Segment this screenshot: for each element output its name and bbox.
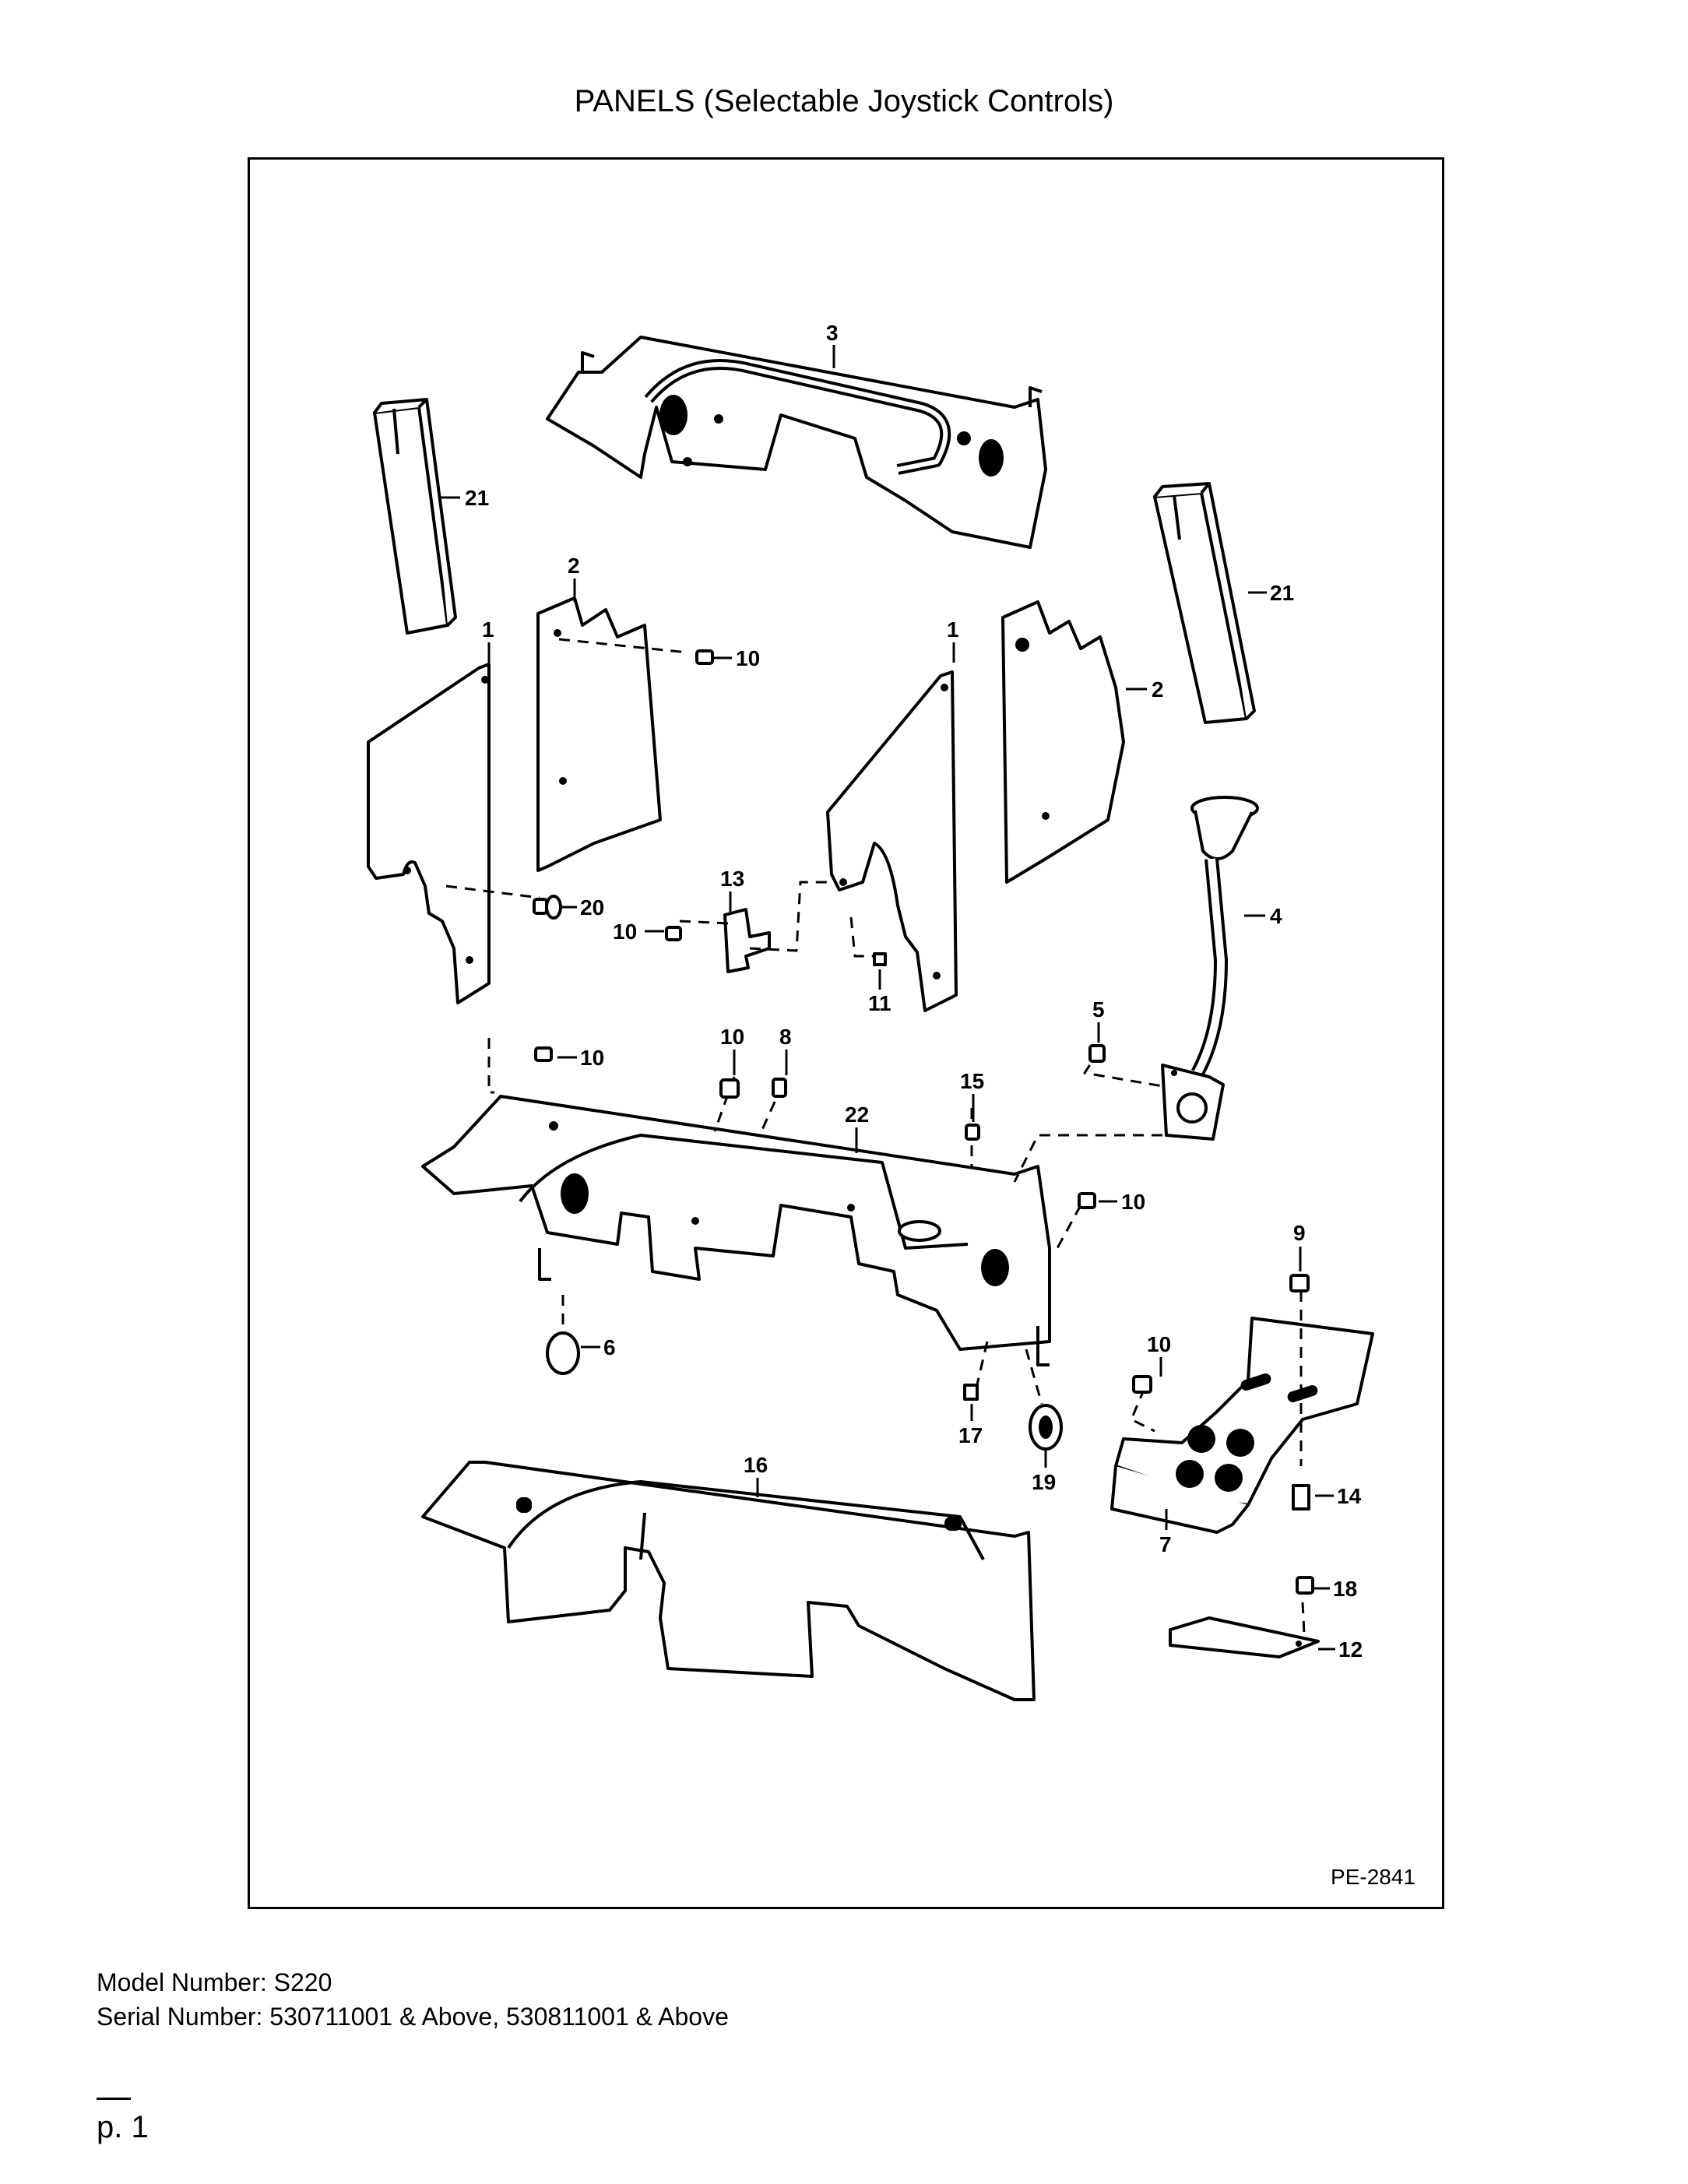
part-22-lower-panel: [421, 1095, 1051, 1366]
part-20-grommet: [545, 895, 562, 920]
figure-code: PE-2841: [1331, 1865, 1415, 1889]
callout-13: 13: [720, 867, 744, 891]
serial-number: Serial Number: 530711001 & Above, 530811…: [97, 2003, 729, 2031]
part-2-right-panel: [1001, 600, 1125, 884]
callout-16: 16: [744, 1453, 768, 1477]
callout-15: 15: [960, 1069, 984, 1093]
part-13-bracket: [723, 908, 771, 973]
part-16-base-frame: [421, 1461, 1036, 1701]
callout-20: 20: [580, 895, 604, 920]
diagram-frame: 3 21 21 2 2 1 1 10 13 20 10 11 4 5 10 10…: [248, 157, 1444, 1909]
callout-10: 10: [580, 1046, 604, 1070]
callout-1: 1: [482, 617, 494, 642]
callout-5: 5: [1092, 997, 1105, 1022]
page-number: p. 1: [97, 2110, 149, 2144]
callout-4: 4: [1270, 904, 1282, 928]
part-1-left-panel: [367, 663, 491, 1004]
callout-21: 21: [1270, 581, 1294, 605]
part-6-grommet: [546, 1331, 580, 1375]
callout-2: 2: [568, 554, 580, 578]
callout-10: 10: [1121, 1190, 1145, 1214]
callout-10: 10: [1147, 1332, 1171, 1356]
part-4-joystick-pipe: [1161, 796, 1259, 1141]
exploded-parts-diagram: 3 21 21 2 2 1 1 10 13 20 10 11 4 5 10 10…: [367, 321, 1374, 1701]
callout-7: 7: [1159, 1532, 1172, 1556]
part-3-upper-panel: [546, 336, 1047, 549]
callout-6: 6: [603, 1335, 616, 1359]
part-2-left-panel: [536, 596, 662, 872]
callout-21: 21: [465, 486, 489, 510]
part-1-right-panel: [826, 670, 958, 1012]
callout-10: 10: [613, 920, 637, 944]
callout-1: 1: [947, 617, 959, 642]
callout-14: 14: [1337, 1484, 1362, 1508]
part-21-right-post: [1153, 482, 1256, 724]
part-21-left-post: [373, 398, 457, 635]
callout-11: 11: [868, 991, 891, 1015]
callout-leaders: [441, 345, 1335, 1651]
page-title: PANELS (Selectable Joystick Controls): [574, 84, 1114, 118]
callout-12: 12: [1338, 1637, 1363, 1662]
callout-22: 22: [845, 1103, 869, 1127]
callout-10: 10: [736, 646, 760, 670]
callout-17: 17: [958, 1423, 983, 1447]
model-number: Model Number: S220: [97, 1968, 332, 1996]
callout-10: 10: [720, 1025, 744, 1049]
callout-8: 8: [779, 1025, 792, 1049]
callout-18: 18: [1333, 1577, 1357, 1601]
callout-2: 2: [1152, 677, 1164, 702]
callout-3: 3: [826, 321, 839, 345]
part-7-footrest: [1110, 1317, 1374, 1534]
part-17-nut: [963, 1384, 979, 1401]
callout-19: 19: [1032, 1470, 1056, 1494]
part-12-plate: [1169, 1616, 1320, 1658]
callout-numbers: 3 21 21 2 2 1 1 10 13 20 10 11 4 5 10 10…: [465, 321, 1363, 1662]
fasteners: [533, 649, 1314, 1595]
part-11-nut: [873, 952, 887, 966]
callout-9: 9: [1293, 1221, 1306, 1245]
part-19-ring: [1029, 1404, 1063, 1451]
page-rule: [97, 2098, 131, 2100]
